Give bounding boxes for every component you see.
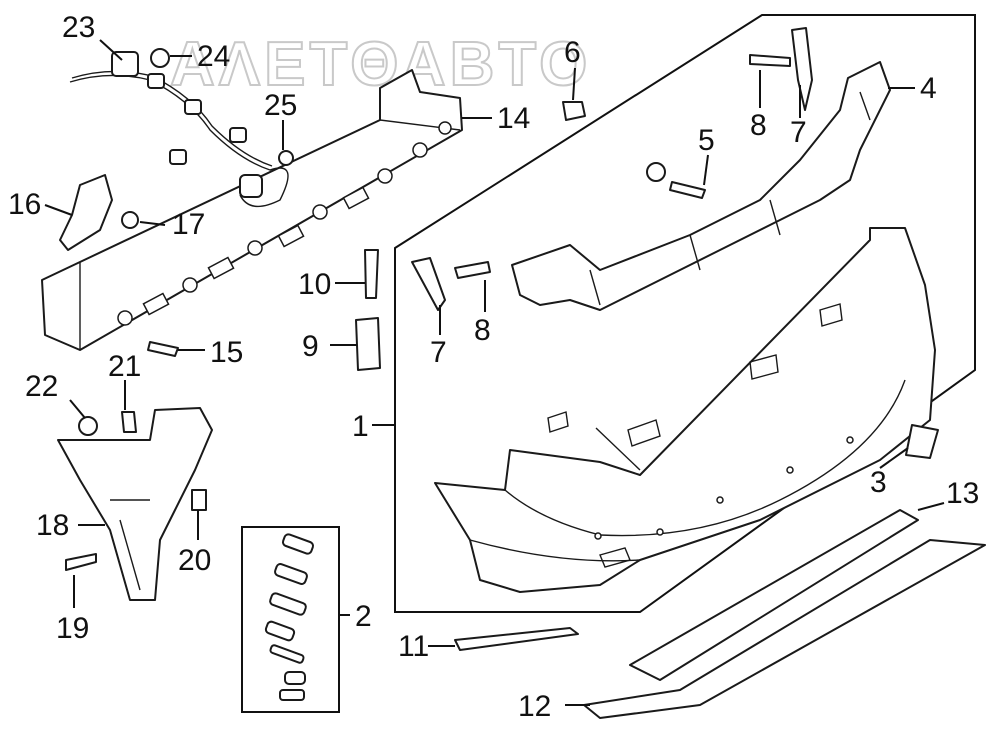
bolt-21-part bbox=[121, 411, 137, 433]
bumper-assembly-frame bbox=[394, 14, 976, 613]
callout-6: 6 bbox=[564, 36, 581, 69]
nut-22-part bbox=[78, 416, 98, 436]
callout-2: 2 bbox=[355, 600, 372, 633]
callout-13: 13 bbox=[946, 477, 979, 510]
bracket-left-part bbox=[411, 257, 446, 311]
callout-5: 5 bbox=[698, 124, 715, 157]
reflector-part bbox=[905, 424, 939, 459]
fastener-kit-parts bbox=[264, 533, 315, 701]
wiring-harness-part bbox=[69, 48, 294, 208]
callout-20: 20 bbox=[178, 544, 211, 577]
callout-9: 9 bbox=[302, 330, 319, 363]
lower-bracket-part bbox=[57, 407, 213, 601]
callout-3: 3 bbox=[870, 466, 887, 499]
callout-17: 17 bbox=[172, 208, 205, 241]
clip-10-part bbox=[364, 249, 379, 299]
impact-beam-part bbox=[41, 69, 463, 351]
stud-part bbox=[669, 181, 706, 199]
callout-1: 1 bbox=[352, 410, 369, 443]
callout-21: 21 bbox=[108, 350, 141, 383]
callout-7-upper: 7 bbox=[790, 116, 807, 149]
callout-15: 15 bbox=[210, 336, 243, 369]
diffuser-lower-part bbox=[583, 539, 986, 719]
bolt-left-part bbox=[454, 261, 491, 279]
clip-9-part bbox=[355, 317, 381, 371]
callout-8-lower: 8 bbox=[474, 314, 491, 347]
callout-14: 14 bbox=[497, 102, 530, 135]
nut-17-part bbox=[121, 211, 139, 229]
callout-24: 24 bbox=[197, 40, 230, 73]
bolt-upper-part bbox=[749, 54, 791, 67]
trim-strip-part bbox=[454, 627, 579, 651]
side-bracket-part bbox=[59, 174, 113, 251]
bumper-cover-part bbox=[434, 227, 936, 593]
callout-12: 12 bbox=[518, 690, 551, 723]
watermark-text: ΑΛΕΤΘΑΒΤΟ bbox=[170, 30, 591, 99]
callout-23: 23 bbox=[62, 11, 95, 44]
callout-8-upper: 8 bbox=[750, 109, 767, 142]
fastener-kit-frame bbox=[241, 526, 340, 713]
callout-11: 11 bbox=[398, 630, 429, 663]
energy-absorber-part bbox=[511, 61, 891, 311]
bolt-15-part bbox=[147, 341, 179, 357]
callout-22: 22 bbox=[25, 370, 58, 403]
callout-19: 19 bbox=[56, 612, 89, 645]
nut-part bbox=[562, 101, 586, 121]
callout-18: 18 bbox=[36, 509, 69, 542]
bolt-20-part bbox=[191, 489, 207, 511]
bolt-19-part bbox=[65, 553, 97, 571]
callout-7-lower: 7 bbox=[430, 336, 447, 369]
callout-4: 4 bbox=[920, 72, 937, 105]
leader-lines bbox=[44, 39, 945, 706]
callout-10: 10 bbox=[298, 268, 331, 301]
bracket-upper-part bbox=[791, 27, 813, 111]
callout-25: 25 bbox=[264, 89, 297, 122]
diffuser-upper-part bbox=[629, 509, 919, 681]
callout-16: 16 bbox=[8, 188, 41, 221]
grommet-part bbox=[646, 162, 666, 182]
